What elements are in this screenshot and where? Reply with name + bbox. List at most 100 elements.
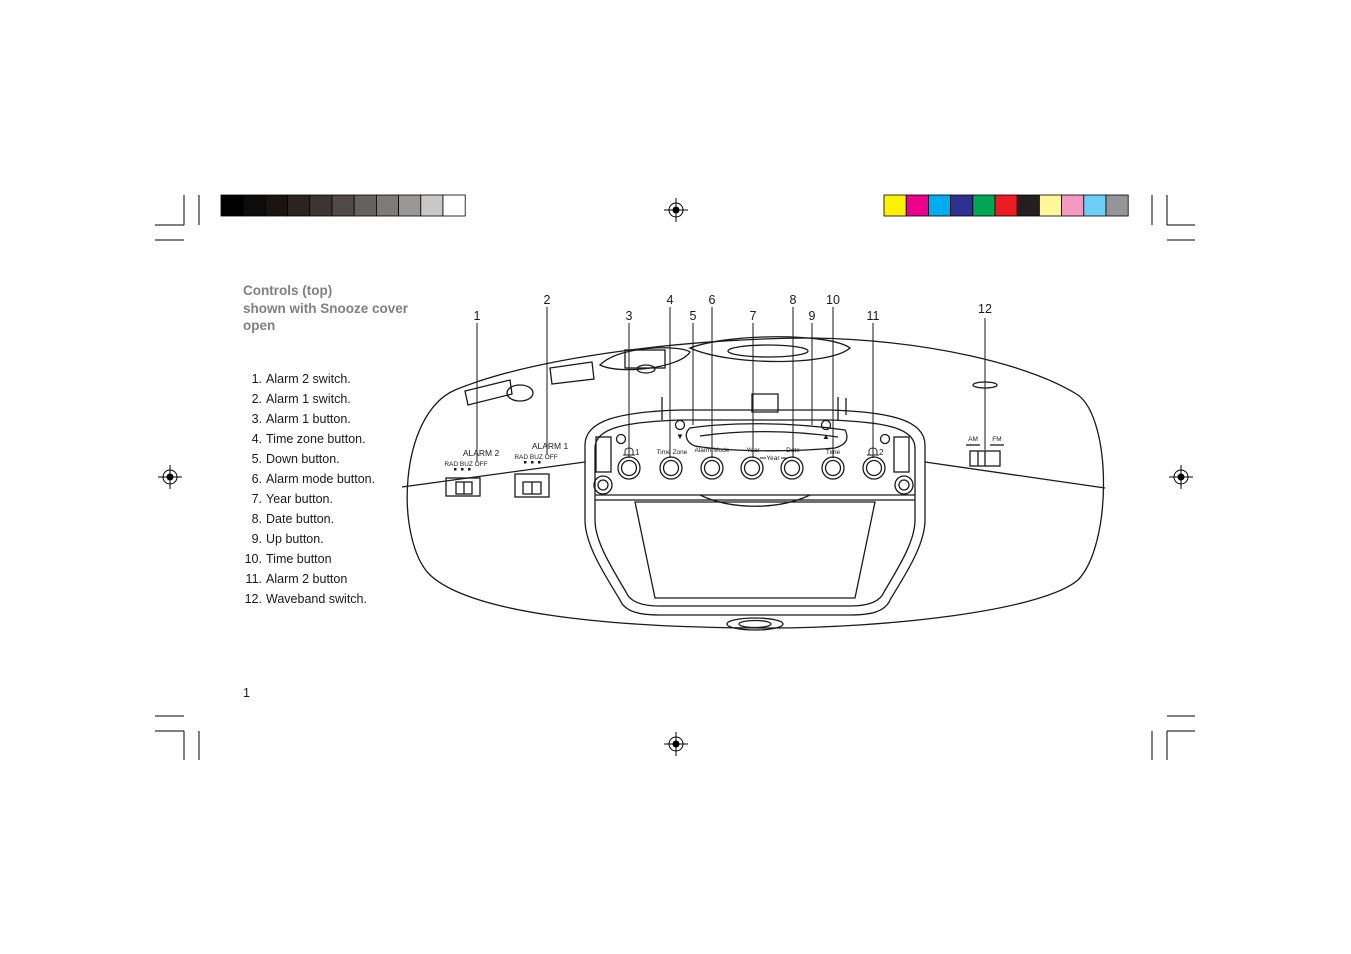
left-side-screw-inner [597,479,609,491]
left-side-tab [595,436,612,473]
time-label: Time [826,449,841,456]
page-number: 1 [243,686,250,700]
list-item: 12.Waveband switch. [244,592,367,606]
alarm2-switch-box [445,477,481,497]
gray-color-bar [220,194,466,217]
led-down [674,419,686,431]
switch-position-dots [454,461,541,471]
top-recess [598,347,691,371]
bell-icon-alarm2 [867,447,879,456]
date-button [780,456,804,480]
color-bar [883,194,1129,217]
year-button-inner [743,459,761,477]
date-button-inner [783,459,801,477]
body-seam-left [401,461,586,488]
alarm2-button-label: 2 [879,448,884,457]
snooze-cover-frame [584,409,926,616]
cover-clip-right [837,397,847,420]
gray-bar-swatch [442,194,466,217]
top-slot [688,336,852,363]
list-item: 7.Year button. [251,492,333,506]
list-item: 8.Date button. [251,512,335,526]
time-zone-button-inner [662,459,680,477]
alarm-mode-label: Alarm Mode [694,447,729,454]
list-item: 6.Alarm mode button. [251,472,376,486]
top-tab [624,349,666,369]
alarm1-button-inner [620,459,638,477]
alarm1-switch-label: ALARM 1 [532,441,569,451]
top-dimple [636,364,656,374]
list-item: 1.Alarm 2 switch. [251,372,351,386]
color-bar-swatch [1105,194,1129,217]
callout-4: 4 [667,293,674,307]
led-left [615,433,627,445]
alarm2-switch-slot [464,379,513,406]
callout-3: 3 [626,309,633,323]
list-item: 9.Up button. [251,532,324,546]
registration-mark-bottom [664,732,688,756]
alarm1-positions-label: RAD BUZ OFF [514,454,557,461]
list-item: 4.Time zone button. [251,432,366,446]
alarm2-button [862,456,886,480]
callout-12: 12 [978,302,992,316]
callout-10: 10 [826,293,840,307]
controls-list: 1.Alarm 2 switch. 2.Alarm 1 switch. 3.Al… [240,370,375,610]
heading-line-2: shown with Snooze cover [243,300,409,316]
controls-heading: Controls (top) shown with Snooze cover o… [243,282,433,335]
alarm-mode-button-inner [703,459,721,477]
alarm1-button-label: 1 [635,448,640,457]
year-label: Year [746,447,760,454]
heading-line-1: Controls (top) [243,283,333,298]
callout-8: 8 [790,293,797,307]
bottom-emblem [726,617,784,631]
list-item: 11.Alarm 2 button [245,572,348,586]
time-zone-button [659,456,683,480]
display-window [685,423,848,452]
right-side-screw-inner [898,479,910,491]
callout-11: 11 [867,309,880,323]
top-slot-inner [727,344,809,358]
year-sub-label: Year [766,455,780,462]
alarm2-switch-label: ALARM 2 [463,448,500,458]
led-up [820,419,832,431]
list-item: 10.Time button [244,552,332,566]
left-side-screw-outer [593,475,613,495]
list-item: 3.Alarm 1 button. [251,412,351,426]
alarm1-switch-box [514,473,550,498]
callout-leaders [476,307,986,462]
registration-mark-right [1169,465,1193,489]
callout-1: 1 [474,309,481,323]
snooze-pad-curve [699,494,811,507]
alarm2-button-inner [865,459,883,477]
registration-mark-top [664,198,688,222]
body-seam-right [924,461,1106,489]
list-item: 2.Alarm 1 switch. [251,392,351,406]
heading-line-3: open [243,318,276,333]
callout-2: 2 [544,293,551,307]
alarm1-switch-slot [549,361,595,385]
led-right [879,433,891,445]
registration-mark-left [158,465,182,489]
up-arrow-label: ▲ [822,432,830,441]
bottom-emblem-inner [738,619,772,629]
year-button [740,456,764,480]
down-arrow-label: ▼ [676,432,684,441]
time-button-inner [824,459,842,477]
am-label: AM [968,436,978,443]
callout-6: 6 [709,293,716,307]
callout-7: 7 [750,309,757,323]
time-zone-label: Time Zone [657,449,688,456]
crop-marks [155,195,1195,760]
bell-icon-alarm1 [623,447,635,456]
callout-5: 5 [690,309,697,323]
right-side-screw-outer [894,475,914,495]
cover-hinge [751,393,779,413]
radio-body-outline [406,337,1105,629]
snooze-pad-outline [634,501,876,599]
alarm2-switch-knob [506,384,534,402]
fm-label: FM [992,436,1001,443]
list-item: 5.Down button. [251,452,340,466]
alarm2-positions-label: RAD BUZ OFF [444,461,487,468]
date-label: Date [786,447,800,454]
right-side-tab [893,436,910,473]
